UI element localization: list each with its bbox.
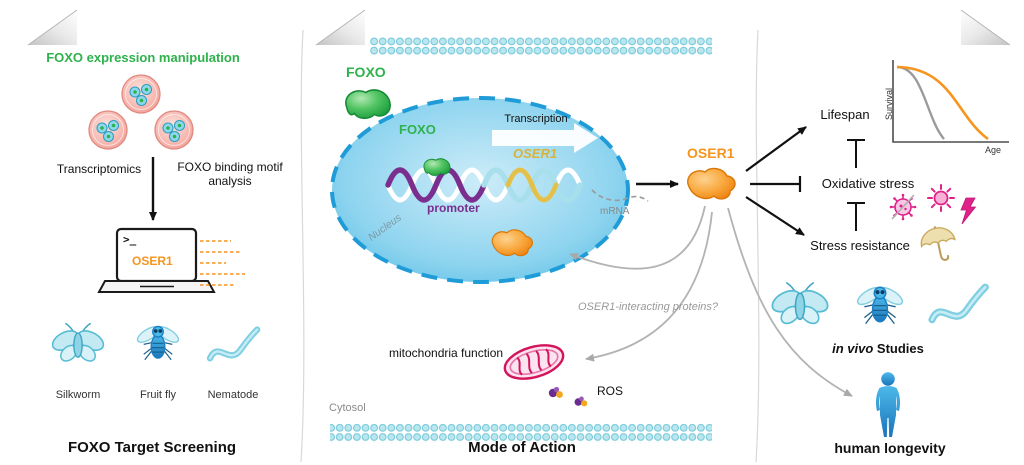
foxo-inside-label: FOXO — [399, 122, 436, 137]
middle-panel-title: Mode of Action — [468, 439, 576, 456]
umbrella-icon — [917, 221, 960, 266]
in-vivo-italic: in vivo — [832, 341, 874, 356]
in-vivo-studies-label: in vivo Studies — [832, 341, 924, 357]
silkworm-label: Silkworm — [55, 389, 101, 401]
foxo-outside-label: FOXO — [346, 64, 386, 80]
computer-icon — [97, 227, 216, 293]
oser1-gene-label: OSER1 — [513, 146, 558, 161]
pathogen-slash-icon — [891, 194, 915, 220]
sun-icon — [927, 184, 955, 212]
silkworm-icon — [48, 322, 108, 365]
mitochondria-function-label: mitochondria function — [389, 346, 504, 360]
ros-molecule-icon — [574, 396, 588, 407]
oser1-protein-icon — [687, 167, 736, 200]
foxo-manipulation-label: FOXO expression manipulation — [46, 50, 240, 65]
interacting-proteins-label: OSER1-interacting proteins? — [577, 301, 719, 313]
foxo-bound-protein-icon — [423, 158, 451, 176]
motif-analysis-label: FOXO binding motif analysis — [177, 160, 283, 189]
page-divider-left — [300, 29, 305, 463]
petri-dish-icon — [88, 110, 128, 150]
arrow-to-lifespan — [745, 126, 807, 172]
dna-helix-icon — [385, 167, 583, 203]
arrow-to-stress-resistance — [745, 196, 805, 236]
mrna-icon — [591, 189, 649, 202]
petri-dish-icon — [154, 110, 194, 150]
stress-resistance-label: Stress resistance — [810, 238, 910, 253]
page-divider-right — [755, 29, 760, 463]
page-fold-middle-icon — [315, 9, 366, 46]
cell-membrane-bottom-icon — [330, 424, 712, 443]
age-axis-label: Age — [985, 145, 1002, 155]
cytosol-label: Cytosol — [329, 402, 366, 414]
alignment-tree-icon — [200, 240, 245, 286]
fruit-fly-label: Fruit fly — [139, 389, 177, 401]
transcription-label: Transcription — [504, 113, 568, 125]
page-fold-right-icon — [960, 9, 1011, 46]
inhibition-lifespan-tbar — [847, 139, 865, 168]
terminal-prompt: >_ — [123, 233, 137, 246]
interaction-arrow-nucleus — [569, 205, 706, 270]
nematode-icon — [210, 330, 257, 359]
fruit-fly-icon — [134, 323, 182, 361]
interaction-arrow-mitochondria — [585, 211, 713, 362]
human-longevity-label: human longevity — [834, 440, 946, 456]
left-panel-title: FOXO Target Screening — [67, 439, 237, 456]
transcription-arrow-icon — [492, 123, 598, 153]
ros-label: ROS — [597, 384, 624, 398]
lightning-icon — [960, 197, 976, 225]
survival-chart — [892, 60, 1009, 143]
inhibition-stress-tbar — [847, 202, 865, 231]
page-fold-left-icon — [27, 9, 78, 46]
survival-axis-label: Survival — [884, 87, 894, 120]
mitochondria-icon — [503, 344, 565, 380]
lifespan-label: Lifespan — [820, 107, 870, 122]
in-vivo-rest: Studies — [873, 341, 924, 356]
silkworm-icon — [768, 281, 832, 328]
human-icon — [875, 372, 901, 437]
petri-dish-icon — [121, 74, 161, 114]
mrna-label: mRNA — [600, 206, 630, 217]
ros-molecule-icon — [548, 386, 563, 398]
arrow-to-human — [727, 207, 853, 397]
promoter-label: promoter — [427, 201, 480, 215]
terminal-oser1-label: OSER1 — [132, 254, 173, 268]
nematode-label: Nematode — [207, 389, 259, 401]
transcriptomics-label: Transcriptomics — [56, 162, 142, 176]
oser1-protein-label: OSER1 — [687, 145, 735, 161]
oxidative-stress-label: Oxidative stress — [821, 176, 915, 191]
fruit-fly-icon — [854, 283, 906, 325]
nematode-icon — [932, 287, 985, 320]
foxo-protein-icon — [345, 89, 391, 120]
cell-membrane-top-icon — [370, 37, 712, 56]
